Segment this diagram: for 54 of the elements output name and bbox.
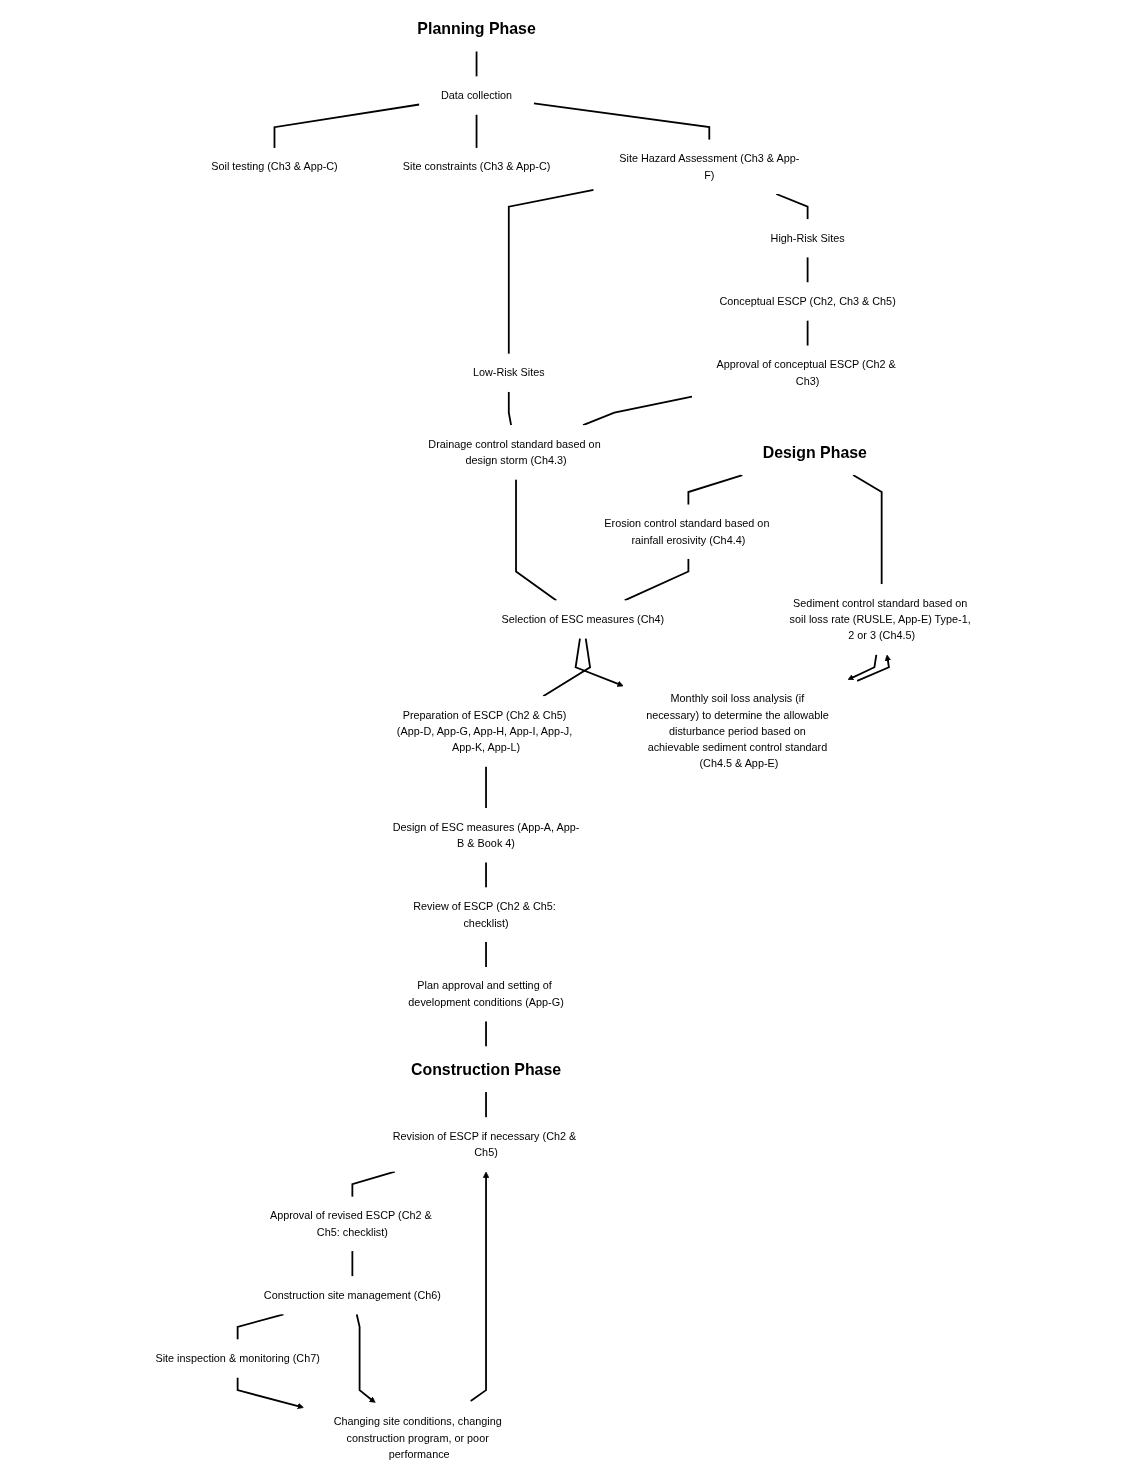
node-text: Design Phase (762, 443, 867, 462)
connector (806, 256, 809, 284)
connector (351, 1250, 354, 1278)
node-text: Preparation of ESCP (Ch2 & Ch5) (App-D, App-G, App-H, App-I, App-J, App-K, App-L) (396, 708, 573, 754)
connector (532, 102, 711, 141)
connector (507, 188, 595, 355)
node-text: High-Risk Sites (770, 231, 845, 244)
node-text: Drainage control standard based on design storm (Ch4.3) (428, 437, 601, 467)
connector (775, 193, 809, 221)
node-text: Construction Phase (410, 1060, 562, 1079)
node-text: Selection of ESC measures (Ch4) (501, 612, 665, 625)
connector (475, 113, 478, 149)
node-text: Data collection (441, 88, 513, 102)
connector (485, 765, 487, 810)
connector (485, 1020, 487, 1048)
node-text: Monthly soil loss analysis (if necessary) to determine the allowable disturbance period based on achievable sediment control standard (Ch4.5 & App-E) (646, 692, 829, 770)
node-text: Approval of conceptual ESCP (Ch2 & Ch3) (716, 358, 896, 387)
node-text: Site constraints (Ch3 & App-C) (402, 160, 551, 173)
arrow (856, 654, 892, 682)
connector (485, 1091, 487, 1119)
connector (687, 474, 744, 506)
node-text: Review of ESCP (Ch2 & Ch5: checklist) (413, 899, 556, 929)
connector (623, 557, 690, 602)
connector (475, 50, 478, 78)
connector (485, 861, 487, 889)
arrow (574, 637, 624, 687)
node-text: Revision of ESCP if necessary (Ch2 & Ch5) (392, 1129, 577, 1159)
connector (507, 390, 512, 427)
connector (236, 1313, 285, 1341)
node-text: Soil testing (Ch3 & App-C) (211, 160, 338, 173)
arrow (236, 1376, 304, 1410)
connector (351, 1170, 396, 1198)
node-text: Site Hazard Assessment (Ch3 & App-F) (619, 152, 800, 181)
node-text: Erosion control standard based on rainfall erosivity (Ch4.4) (604, 516, 770, 546)
node-text: Approval of revised ESCP (Ch2 & Ch5: checklist) (269, 1209, 432, 1238)
arrow (469, 1171, 490, 1402)
arrow (847, 653, 878, 681)
node-text: Planning Phase (417, 19, 536, 38)
connector (582, 395, 693, 427)
node-text: Sediment control standard based on soil loss rate (RUSLE, App-E) Type-1, 2 or 3 (Ch4.5) (789, 596, 971, 642)
node-text: Design of ESC measures (App-A, App-B & Book 4) (392, 820, 580, 849)
node-text: Site inspection & monitoring (Ch7) (155, 1351, 320, 1365)
connector (515, 478, 558, 602)
connector (806, 319, 809, 347)
node-text: Conceptual ESCP (Ch2, Ch3 & Ch5) (719, 294, 896, 308)
connector (542, 637, 592, 698)
arrow (355, 1313, 376, 1404)
connector (273, 103, 421, 149)
node-text: Construction site management (Ch6) (263, 1288, 441, 1301)
connector (485, 940, 487, 968)
node-text: Changing site conditions, changing construction program, or poor performance (333, 1415, 502, 1460)
connector (852, 474, 883, 586)
node-text: Plan approval and setting of development conditions (App-G) (408, 979, 564, 1008)
node-text: Low-Risk Sites (472, 366, 545, 379)
